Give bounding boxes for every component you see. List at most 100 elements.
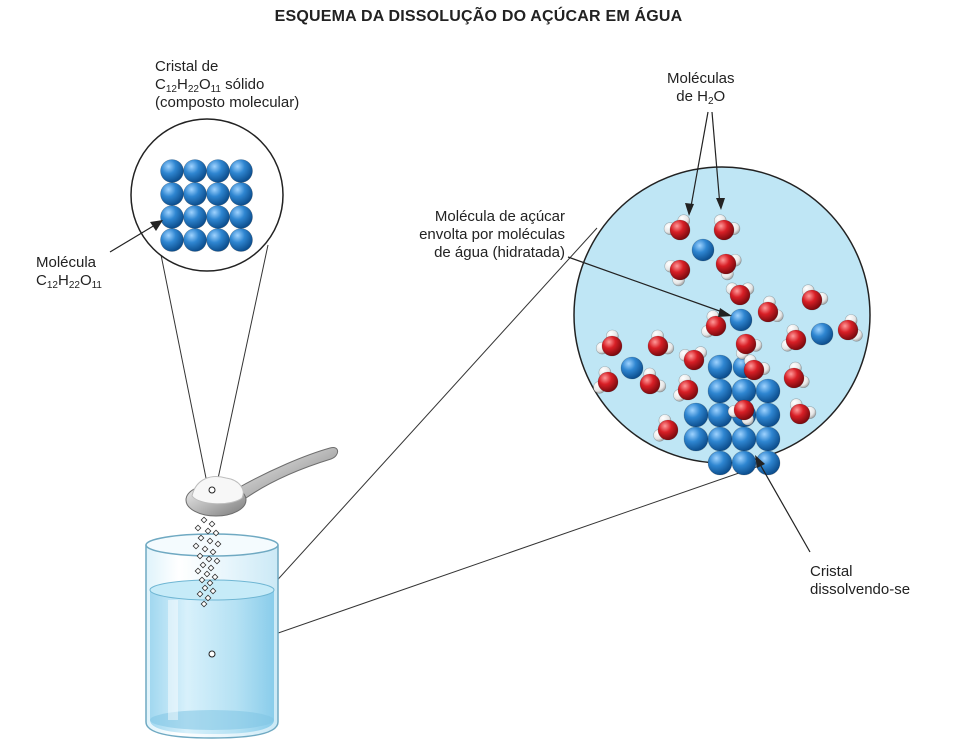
sugar-grain	[198, 576, 206, 584]
beaker	[145, 533, 279, 739]
water-molecule	[678, 346, 707, 371]
oxygen-atom	[729, 284, 751, 306]
oxygen-atom	[783, 367, 805, 389]
sugar-grain	[208, 520, 216, 528]
hydrated-label-line1: Molécula de açúcar	[434, 208, 565, 225]
oxygen-atom	[647, 335, 669, 357]
sugar-molecule	[707, 402, 733, 428]
sugar-grain	[196, 552, 204, 560]
sugar-grain	[209, 587, 217, 595]
sugar-molecule	[755, 450, 781, 476]
solution-zoom-circle	[573, 166, 871, 476]
sugar-molecule	[160, 205, 184, 229]
water-molecule	[595, 329, 623, 357]
crystal-label-formula: C12H22O11 sólido	[155, 76, 265, 95]
water-molecule	[743, 354, 771, 381]
sugar-molecule	[160, 228, 184, 252]
sugar-molecule	[183, 182, 207, 206]
water-molecule	[673, 374, 699, 402]
sugar-grain	[194, 567, 202, 575]
sugar-grain	[209, 548, 217, 556]
dissolving-label-line2: dissolvendo-se	[810, 581, 911, 598]
label-arrows	[109, 111, 811, 553]
sugar-grain	[206, 537, 214, 545]
beaker-zoom-point	[208, 650, 216, 658]
molecule-label: Molécula C12H22O11	[36, 254, 102, 291]
sugar-grain	[201, 545, 209, 553]
oxygen-atom	[785, 329, 807, 351]
water-molecule	[789, 398, 817, 425]
water-molecules-label: Moléculas de H2O	[667, 70, 735, 107]
sugar-molecule	[229, 205, 253, 229]
sugar-molecule	[229, 228, 253, 252]
dissolving-crystal-label: Cristal dissolvendo-se	[810, 563, 910, 599]
falling-sugar-crystals	[192, 516, 222, 608]
sugar-molecule	[160, 159, 184, 183]
water-molecule	[664, 259, 691, 287]
sugar-grain	[206, 579, 214, 587]
crystal-label: Cristal de C12H22O11 sólido (composto mo…	[155, 58, 299, 112]
water-molecule	[801, 284, 829, 311]
oxygen-atom	[669, 219, 691, 241]
sugar-molecule	[707, 354, 733, 380]
sugar-grain	[199, 561, 207, 569]
sugar-molecule	[731, 450, 757, 476]
hydrated-sugar-label: Molécula de açúcar envolta por moléculas…	[395, 208, 565, 262]
oxygen-atom	[735, 333, 757, 355]
water-molecule	[781, 324, 807, 352]
sugar-molecule	[183, 228, 207, 252]
sugar-molecule	[206, 228, 230, 252]
water-molecule	[727, 399, 755, 426]
water-molecule	[663, 214, 691, 241]
sugar-grain	[204, 527, 212, 535]
sugar-molecule	[160, 182, 184, 206]
sugar-grain	[196, 590, 204, 598]
water-molecule	[837, 314, 863, 342]
water-molecule	[757, 295, 784, 323]
crystal-zoom-lines	[157, 239, 269, 489]
sugar-grain	[203, 570, 211, 578]
sugar-molecule	[707, 450, 733, 476]
oxygen-atom	[683, 349, 705, 371]
sugar-molecule	[206, 182, 230, 206]
sugar-molecule	[683, 426, 709, 452]
sugar-grain	[197, 534, 205, 542]
sugar-molecule	[755, 402, 781, 428]
oxygen-atom	[743, 359, 765, 381]
oxygen-atom	[715, 253, 737, 275]
sugar-molecule	[729, 308, 753, 332]
water-molecule	[725, 282, 755, 306]
oxygen-atom	[601, 335, 623, 357]
sugar-crystal-lattice	[160, 159, 253, 252]
sugar-grain	[201, 584, 209, 592]
crystal-label-line3: (composto molecular)	[155, 94, 300, 111]
sugar-grain	[211, 573, 219, 581]
water-molecule	[593, 366, 619, 394]
crystal-zoom-circle	[130, 118, 284, 272]
oxygen-atom	[669, 259, 691, 281]
sugar-molecule	[183, 159, 207, 183]
oxygen-atom	[705, 315, 727, 337]
crystal-label-line1: Cristal de	[155, 58, 219, 75]
solution-molecules	[593, 214, 863, 476]
hydrated-label-line2: envolta por moléculas	[419, 226, 565, 243]
sugar-molecule	[755, 378, 781, 404]
sugar-grain	[212, 529, 220, 537]
sugar-grain	[214, 540, 222, 548]
water-molecule	[647, 329, 675, 357]
water-molecule	[783, 361, 810, 389]
water-molecule	[715, 253, 742, 281]
water-molecule	[653, 414, 679, 442]
sugar-molecule	[206, 205, 230, 229]
sugar-grain	[192, 542, 200, 550]
spoon	[185, 446, 339, 517]
water-label-line2: de H2O	[676, 88, 726, 107]
sugar-molecule	[206, 159, 230, 183]
dissolving-label-line1: Cristal	[810, 563, 853, 580]
sugar-grain	[205, 555, 213, 563]
sugar-grain	[200, 516, 208, 524]
sugar-molecule	[731, 378, 757, 404]
sugar-molecule	[620, 356, 644, 380]
oxygen-atom	[733, 399, 755, 421]
